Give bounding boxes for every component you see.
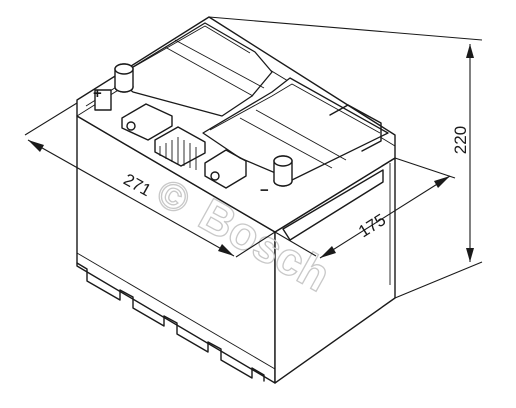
height-dimension: 220 (208, 16, 483, 299)
arrowhead-icon (434, 176, 450, 188)
vent-cap-icon (126, 121, 136, 131)
vent-cap-icon (210, 171, 220, 181)
positive-terminal (94, 63, 134, 111)
height-label: 220 (451, 126, 470, 154)
positive-symbol: + (93, 85, 102, 102)
battery-lid-front (202, 77, 389, 181)
arrowhead-icon (320, 246, 336, 258)
battery-lid-rear (114, 22, 273, 117)
vent-strip (121, 103, 247, 189)
width-dimension: 175 (274, 157, 456, 259)
negative-terminal (273, 155, 293, 187)
negative-symbol: − (260, 182, 269, 199)
arrowhead-icon (466, 248, 474, 262)
arrowhead-icon (28, 140, 44, 152)
arrowhead-icon (218, 244, 234, 256)
arrowhead-icon (466, 44, 474, 58)
